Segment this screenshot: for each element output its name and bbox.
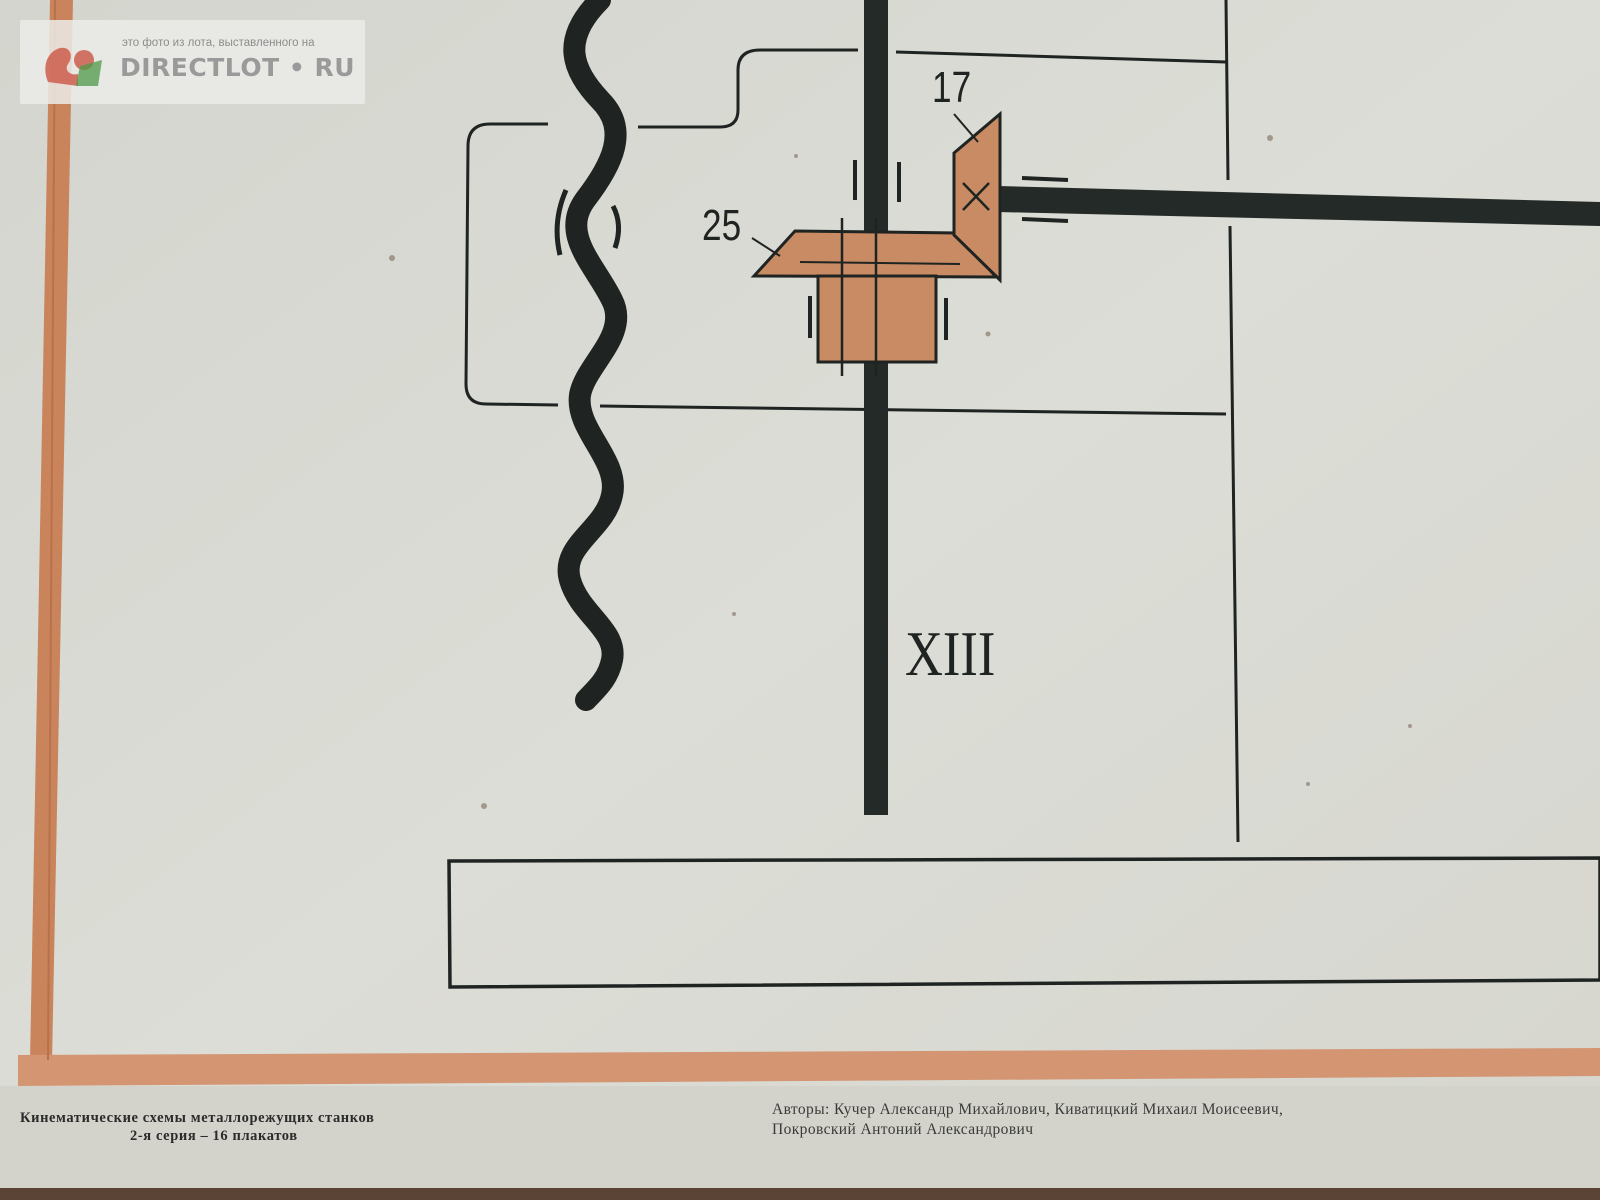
poster-authors-line2: Покровский Антоний Александрович: [772, 1121, 1034, 1138]
base-plate: [447, 856, 1600, 989]
gear-label-25: 25: [702, 201, 742, 250]
paper-specks: [389, 135, 1412, 809]
housing-outline: [464, 0, 1240, 843]
poster-margin: [0, 1086, 1600, 1200]
label-leaders: [751, 113, 979, 257]
shaft-label: XIII: [905, 618, 996, 689]
watermark-caption: это фото из лота, выставленного на: [122, 37, 315, 49]
table-edge: [0, 1188, 1600, 1200]
bevel-gear-17: [952, 110, 1002, 284]
watermark: это фото из лота, выставленного на DIREC…: [20, 20, 365, 104]
horizontal-shaft: [998, 186, 1600, 226]
bevel-gear-25: [750, 218, 1000, 376]
gear-label-17: 17: [932, 63, 972, 112]
bearing-marks-worm: [554, 188, 621, 256]
squirrel-logo-icon: [45, 47, 102, 86]
poster-title: Кинематические схемы металлорежущих стан…: [20, 1110, 375, 1126]
poster-series: 2-я серия – 16 плакатов: [130, 1128, 298, 1144]
bearing-marks-shaft: [808, 160, 1069, 340]
shaft-xiii: [864, 0, 888, 815]
poster-authors-line1: Авторы: Кучер Александр Михайлович, Кива…: [772, 1101, 1284, 1118]
worm-screw: [557, 0, 628, 711]
poster-border: [18, 0, 1600, 1086]
watermark-brand: DIRECTLOT • RU: [120, 53, 356, 82]
